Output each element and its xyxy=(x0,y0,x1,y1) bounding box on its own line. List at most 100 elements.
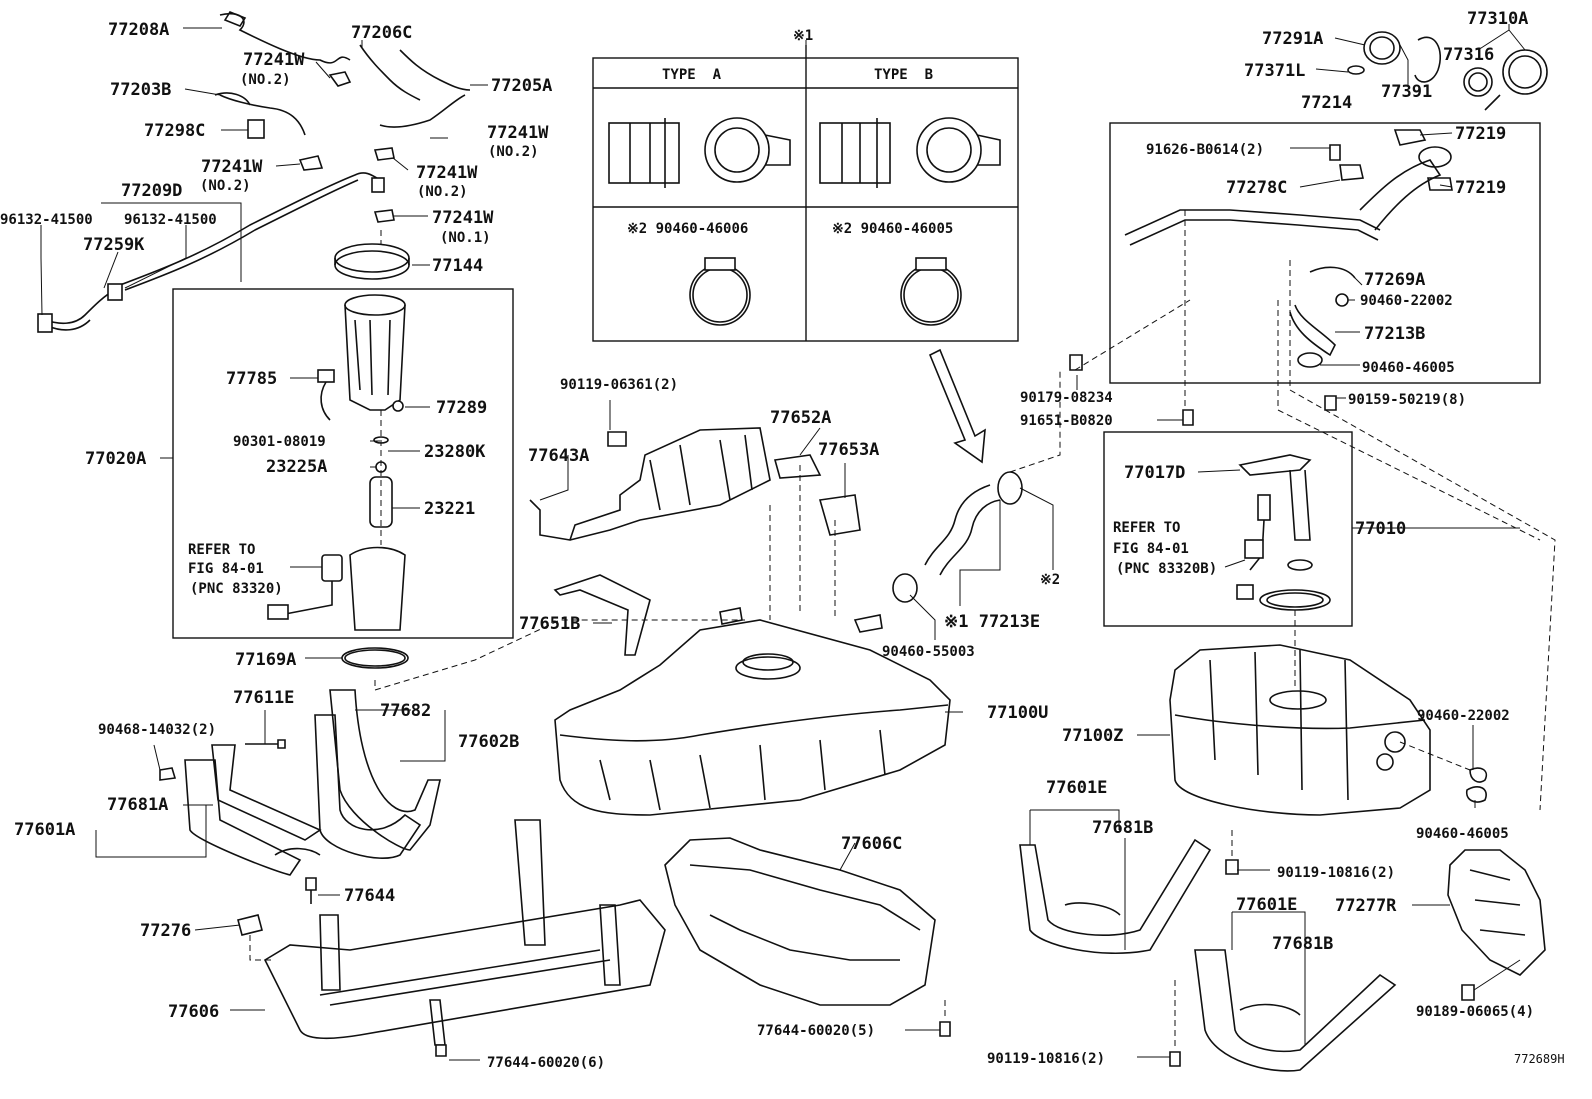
tank-strap-right xyxy=(1019,830,1397,1072)
label-91651-B0820: 91651-B0820 xyxy=(1020,413,1113,429)
label-77241W-b: 77241W xyxy=(487,123,549,143)
label-77241W-c: 77241W xyxy=(201,157,263,177)
tank-strap-left xyxy=(184,689,441,876)
direction-arrow xyxy=(928,348,986,464)
label-77289: 77289 xyxy=(436,398,487,418)
label-77602B: 77602B xyxy=(458,732,519,752)
label-refer-right-2: FIG 84-01 xyxy=(1113,541,1189,557)
label-77241W-e-note: (NO.1) xyxy=(440,230,491,246)
label-90301-08019: 90301-08019 xyxy=(233,434,326,450)
heat-insulators xyxy=(529,427,861,656)
label-77020A: 77020A xyxy=(85,449,146,469)
label-77310A: 77310A xyxy=(1467,9,1528,29)
label-90189-06065: 90189-06065(4) xyxy=(1416,1004,1534,1020)
label-77601E-a: 77601E xyxy=(1046,778,1107,798)
label-clamp-a: ※2 90460-46006 xyxy=(627,221,748,237)
label-77269A: 77269A xyxy=(1364,270,1425,290)
label-77214: 77214 xyxy=(1301,93,1352,113)
label-77371L: 77371L xyxy=(1244,61,1305,81)
fuel-tank-77100U xyxy=(554,465,951,816)
label-90460-22002-a: 90460-22002 xyxy=(1360,293,1453,309)
label-77259K: 77259K xyxy=(83,235,145,255)
label-23280K: 23280K xyxy=(424,442,486,462)
label-77219-a: 77219 xyxy=(1455,124,1506,144)
label-77203B: 77203B xyxy=(110,80,171,100)
label-77651B: 77651B xyxy=(519,614,580,634)
label-77644-60020-6: 77644-60020(6) xyxy=(487,1055,605,1071)
label-90179-08234: 90179-08234 xyxy=(1020,390,1113,406)
label-77611E: 77611E xyxy=(233,688,294,708)
label-77277R: 77277R xyxy=(1335,896,1397,916)
label-77298C: 77298C xyxy=(144,121,205,141)
label-refer-left-1: REFER TO xyxy=(188,542,255,558)
label-77601A: 77601A xyxy=(14,820,75,840)
label-77169A: 77169A xyxy=(235,650,296,670)
label-77644-60020-5: 77644-60020(5) xyxy=(757,1023,875,1039)
label-90468-14032: 90468-14032(2) xyxy=(98,722,216,738)
label-77291A: 77291A xyxy=(1262,29,1323,49)
label-refer-left-2: FIG 84-01 xyxy=(188,561,264,577)
label-77276: 77276 xyxy=(140,921,191,941)
label-note2: ※2 xyxy=(1040,572,1060,588)
label-77644: 77644 xyxy=(344,886,395,906)
protector-77606C xyxy=(664,837,951,1037)
bolt-group-left xyxy=(159,739,317,904)
label-77213E: ※1 77213E xyxy=(944,612,1040,632)
label-23221: 23221 xyxy=(424,499,475,519)
label-96132-41500-a: 96132-41500 xyxy=(0,212,93,228)
label-90460-46005-a: 90460-46005 xyxy=(1362,360,1455,376)
label-77391: 77391 xyxy=(1381,82,1432,102)
label-77601E-b: 77601E xyxy=(1236,895,1297,915)
label-type-a: TYPE A xyxy=(662,67,722,83)
leader-dash xyxy=(374,619,745,691)
label-77652A: 77652A xyxy=(770,408,831,428)
label-refer-right-3: (PNC 83320B) xyxy=(1116,561,1217,577)
part-labels: 77208A 77241W (NO.2) 77206C 77205A 77203… xyxy=(0,9,1565,1071)
gasket-77169A xyxy=(341,647,409,669)
label-90460-22002-b: 90460-22002 xyxy=(1417,708,1510,724)
label-77241W-c-note: (NO.2) xyxy=(200,178,251,194)
leader-lines xyxy=(40,24,1526,1061)
filler-cap-group xyxy=(1347,31,1548,111)
label-77241W-d-note: (NO.2) xyxy=(417,184,468,200)
label-type-b: TYPE B xyxy=(874,67,933,83)
protector-77277R xyxy=(1447,849,1546,1001)
label-77681A: 77681A xyxy=(107,795,168,815)
label-77653A: 77653A xyxy=(818,440,879,460)
label-77681B-a: 77681B xyxy=(1092,818,1153,838)
filler-pipe-box xyxy=(1069,122,1556,811)
label-96132-41500-b: 96132-41500 xyxy=(124,212,217,228)
diagram-id: 772689H xyxy=(1514,1052,1565,1066)
label-77206C: 77206C xyxy=(351,23,412,43)
label-91626-B0614: 91626-B0614(2) xyxy=(1146,142,1264,158)
label-77785: 77785 xyxy=(226,369,277,389)
label-refer-right-1: REFER TO xyxy=(1113,520,1180,536)
label-77682: 77682 xyxy=(380,701,431,721)
label-77241W-d: 77241W xyxy=(416,163,478,183)
label-77316: 77316 xyxy=(1443,45,1494,65)
label-90460-55003: 90460-55003 xyxy=(882,644,975,660)
label-77219-b: 77219 xyxy=(1455,178,1506,198)
label-77205A: 77205A xyxy=(491,76,552,96)
label-77606C: 77606C xyxy=(841,834,902,854)
filler-hose-77213E xyxy=(892,370,1061,603)
label-refer-left-3: (PNC 83320) xyxy=(190,581,283,597)
label-note1: ※1 xyxy=(793,28,813,44)
fuel-line-group xyxy=(37,11,471,333)
label-90119-06361: 90119-06361(2) xyxy=(560,377,678,393)
fuel-tank-77100Z xyxy=(1169,644,1488,816)
label-23225A: 23225A xyxy=(266,457,327,477)
label-77144: 77144 xyxy=(432,256,483,276)
label-77100Z: 77100Z xyxy=(1062,726,1123,746)
label-77241W-e: 77241W xyxy=(432,208,494,228)
label-77208A: 77208A xyxy=(108,20,169,40)
clamp-type-box xyxy=(592,45,1019,342)
sender-gauge-box xyxy=(1103,395,1353,690)
label-77241W-a: 77241W xyxy=(243,50,305,70)
label-77606: 77606 xyxy=(168,1002,219,1022)
label-77681B-b: 77681B xyxy=(1272,934,1333,954)
fuel-pump-module-box xyxy=(172,288,514,639)
label-77213B: 77213B xyxy=(1364,324,1425,344)
